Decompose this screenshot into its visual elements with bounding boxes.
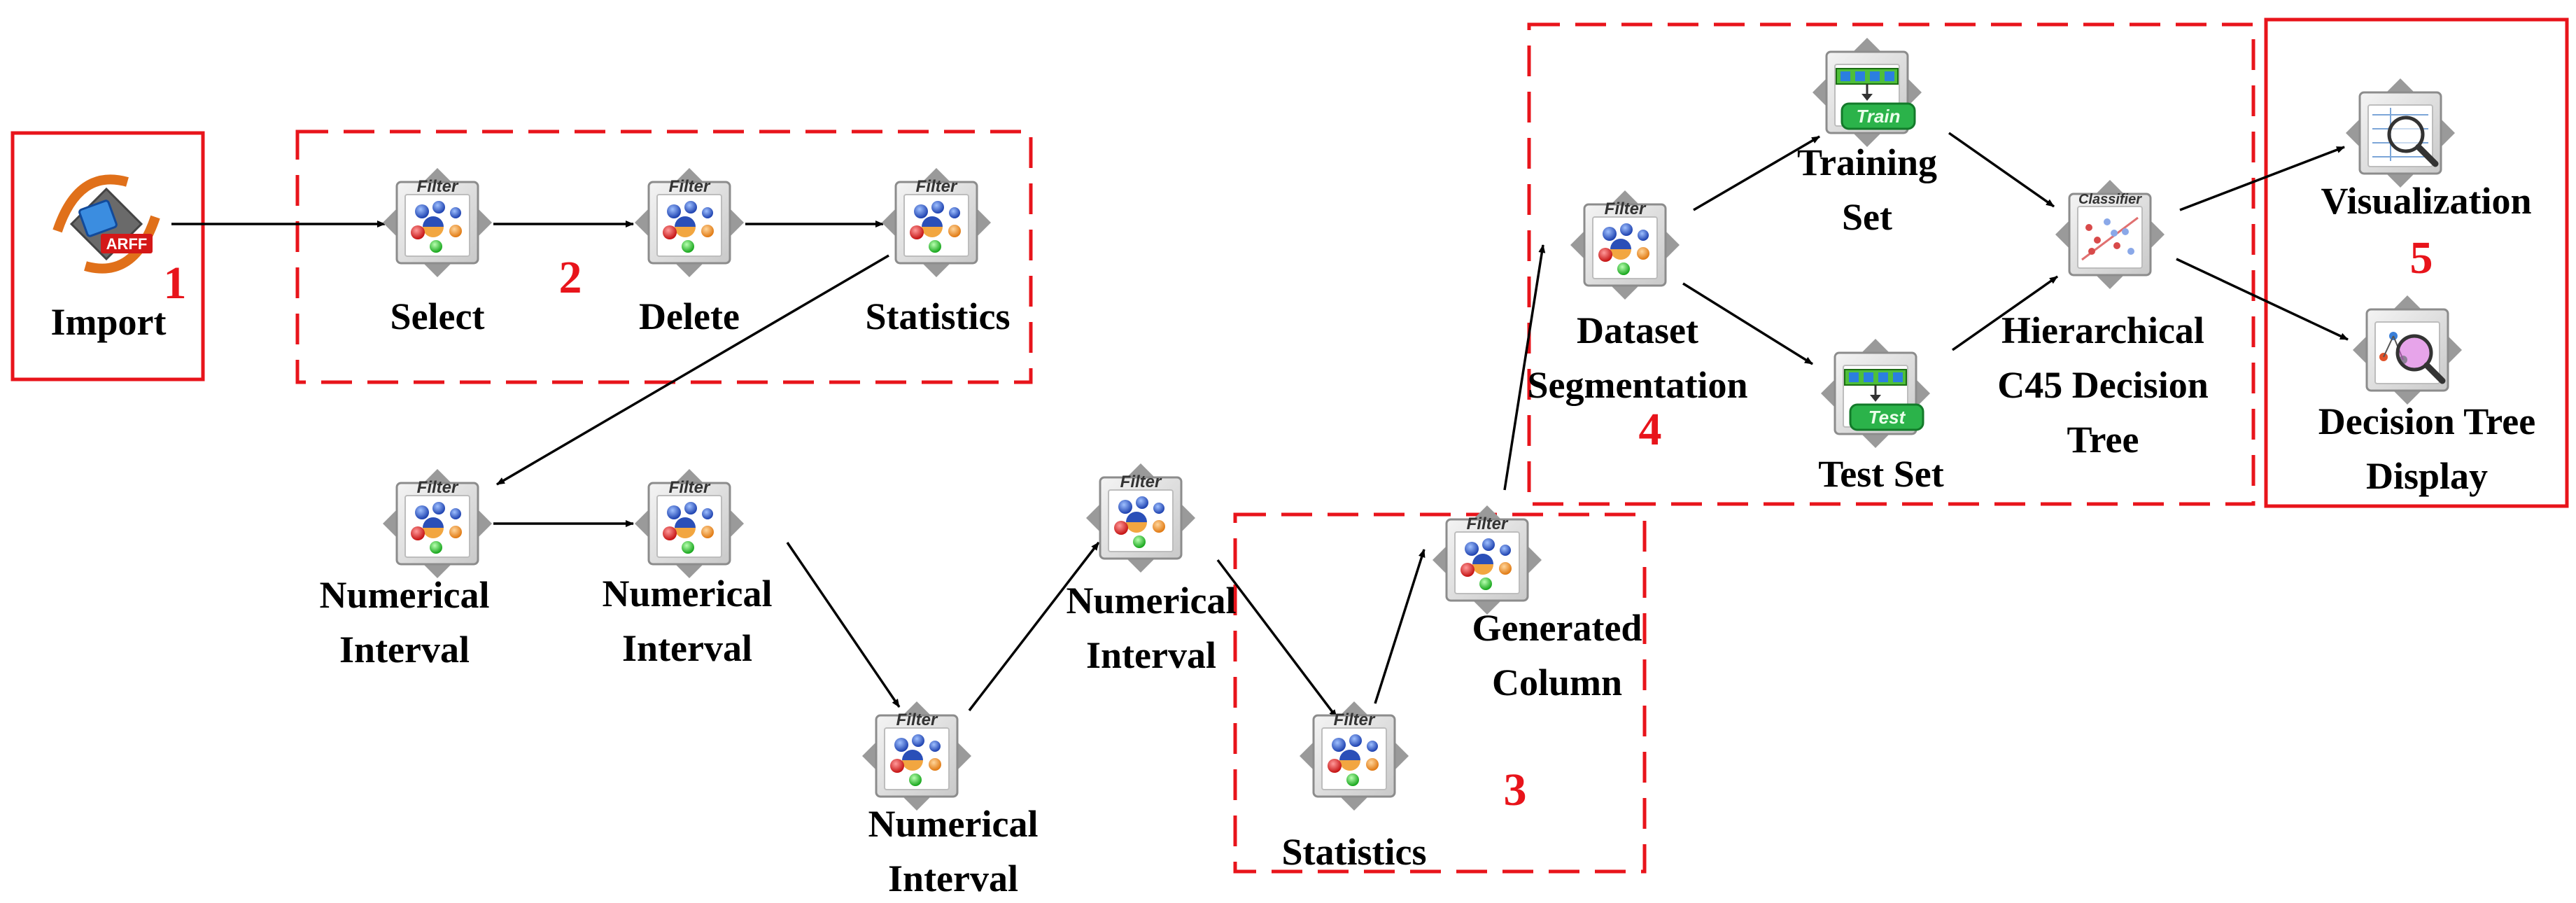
svg-text:Filter: Filter xyxy=(669,177,711,196)
node-label-testset: Test Set xyxy=(1818,453,1944,495)
node-label-trainset: Set xyxy=(1842,196,1892,238)
arff-import-icon: ARFF xyxy=(52,174,160,274)
group-number-4: 4 xyxy=(1639,404,1662,455)
arrow-numint2-to-numint3 xyxy=(786,542,901,708)
arrow-dataseg-to-testset xyxy=(1682,282,1813,365)
group-box-2 xyxy=(295,130,1033,384)
classifier-icon: Classifier xyxy=(2055,180,2165,289)
filter-icon: Filter xyxy=(1433,505,1542,615)
node-label-delete: Delete xyxy=(639,295,740,337)
svg-text:Filter: Filter xyxy=(916,177,958,196)
group-box-5 xyxy=(2264,18,2569,508)
filter-icon: Filter xyxy=(635,469,744,578)
arrow-numint3-to-numint4 xyxy=(968,541,1100,712)
filter-icon: Filter xyxy=(383,168,492,277)
group-number-1: 1 xyxy=(164,258,187,309)
node-import[interactable]: ARFF Import xyxy=(51,174,167,343)
arrow-c45-to-dtdisplay xyxy=(2176,258,2349,341)
group-box-1 xyxy=(10,131,205,382)
arrow-trainset-to-c45 xyxy=(1948,132,2055,208)
arrow-gencol-to-dataseg xyxy=(1503,244,1546,491)
filter-icon: Filter xyxy=(1300,701,1409,811)
node-label-gencol: Generated xyxy=(1472,607,1642,649)
svg-text:Filter: Filter xyxy=(1467,514,1509,533)
filter-icon: Filter xyxy=(882,168,991,277)
svg-text:Test: Test xyxy=(1868,407,1906,428)
svg-text:Filter: Filter xyxy=(417,478,459,497)
filter-icon: Filter xyxy=(635,168,744,277)
svg-text:Filter: Filter xyxy=(1605,200,1647,218)
group-number-2: 2 xyxy=(559,252,582,303)
tree-display-icon xyxy=(2353,295,2462,405)
node-label-statistics1: Statistics xyxy=(866,295,1011,337)
node-label-c45: C45 Decision xyxy=(1997,364,2208,406)
node-label-statistics2: Statistics xyxy=(1282,831,1427,873)
arrow-c45-to-visual xyxy=(2179,146,2345,211)
arrow-numint4-to-statistics2 xyxy=(1216,559,1338,719)
node-label-dataseg: Segmentation xyxy=(1528,364,1748,406)
group-box-3 xyxy=(1233,512,1647,874)
node-label-numint4: Numerical xyxy=(1067,580,1237,622)
filter-icon: Filter xyxy=(1570,190,1680,300)
group-number-3: 3 xyxy=(1504,764,1527,816)
node-label-visual: Visualization xyxy=(2321,180,2531,222)
node-label-trainset: Training xyxy=(1797,141,1937,183)
node-label-numint3: Numerical xyxy=(868,803,1039,845)
group-number-5: 5 xyxy=(2410,232,2433,284)
visualization-icon xyxy=(2346,78,2455,188)
node-label-numint2: Numerical xyxy=(603,573,773,615)
node-label-dtdisplay: Display xyxy=(2366,455,2488,497)
node-label-numint2: Interval xyxy=(622,627,752,669)
train-icon: Train xyxy=(1813,38,1922,147)
node-label-numint3: Interval xyxy=(888,858,1018,899)
arrow-statistics1-to-numint1 xyxy=(496,254,889,486)
node-label-import: Import xyxy=(51,301,167,343)
svg-text:Filter: Filter xyxy=(669,478,711,497)
arrow-statistics2-to-gencol xyxy=(1374,549,1426,704)
svg-text:Filter: Filter xyxy=(1334,710,1376,729)
arrow-testset-to-c45 xyxy=(1951,275,2059,351)
arrow-dataseg-to-trainset xyxy=(1693,135,1820,211)
node-label-select: Select xyxy=(390,295,485,337)
svg-text:Filter: Filter xyxy=(417,177,459,196)
svg-text:ARFF: ARFF xyxy=(106,235,148,253)
node-label-numint1: Numerical xyxy=(320,574,490,616)
svg-text:Filter: Filter xyxy=(1120,472,1162,491)
node-label-dataseg: Dataset xyxy=(1577,309,1698,351)
node-label-dtdisplay: Decision Tree xyxy=(2318,400,2535,442)
svg-text:Filter: Filter xyxy=(896,710,938,729)
node-label-c45: Hierarchical xyxy=(2001,309,2204,351)
filter-icon: Filter xyxy=(1086,463,1195,573)
node-label-gencol: Column xyxy=(1492,662,1622,704)
filter-icon: Filter xyxy=(383,469,492,578)
svg-text:Train: Train xyxy=(1856,106,1900,127)
filter-icon: Filter xyxy=(862,701,971,811)
test-icon: Test xyxy=(1821,339,1930,448)
node-label-numint4: Interval xyxy=(1086,634,1216,676)
node-label-c45: Tree xyxy=(2067,419,2139,461)
node-visual[interactable]: Visualization xyxy=(2321,78,2532,222)
node-label-numint1: Interval xyxy=(339,629,470,671)
svg-text:Classifier: Classifier xyxy=(2078,192,2142,207)
